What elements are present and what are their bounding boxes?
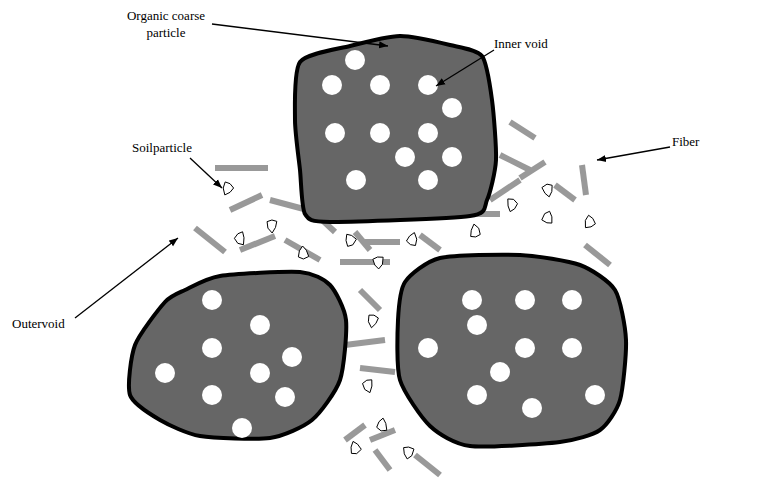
inner-void [418, 123, 438, 143]
organic-particle [295, 36, 496, 222]
inner-void [515, 290, 535, 310]
fiber [520, 162, 545, 178]
fiber [345, 340, 385, 345]
fiber [420, 235, 440, 250]
inner-void [462, 290, 482, 310]
fiber [195, 228, 225, 252]
fiber [555, 185, 575, 200]
fiber [582, 165, 586, 195]
inner-void [522, 398, 542, 418]
inner-void [250, 315, 270, 335]
soil-particle [351, 441, 361, 453]
inner-void [232, 418, 252, 438]
soil-particle [298, 246, 308, 259]
soil-particle [368, 315, 378, 328]
fiber [240, 236, 275, 250]
soil-particle [377, 418, 387, 431]
inner-void [418, 338, 438, 358]
fiber [285, 240, 320, 260]
soil-particle [471, 224, 481, 237]
inner-void [282, 347, 302, 367]
inner-void [250, 363, 270, 383]
organic-particle [129, 272, 346, 439]
soil-particle [542, 211, 552, 223]
part-label: Organic coarse particle [118, 8, 214, 42]
inner-void [418, 170, 438, 190]
soil-particle [267, 220, 277, 233]
soil-particle [585, 215, 595, 227]
inner-void [325, 123, 345, 143]
organic-particle [397, 255, 626, 447]
soil-particle [406, 233, 416, 246]
inner-void [202, 338, 222, 358]
inner-void [395, 147, 415, 167]
inner-void [515, 338, 535, 358]
inner-void [370, 75, 390, 95]
soil-particle [373, 257, 383, 269]
fiber [375, 450, 390, 470]
inner-void [467, 315, 487, 335]
fiber [415, 455, 440, 475]
leader-line [212, 24, 388, 46]
fiber [345, 425, 365, 440]
fiber [490, 180, 520, 200]
soil-particle [346, 234, 356, 246]
particle-body [397, 255, 626, 447]
leader-line [190, 158, 222, 188]
soil-particle [363, 380, 372, 393]
soil-particle [404, 447, 414, 459]
fiber [360, 368, 395, 372]
inner-void [562, 338, 582, 358]
inner-void [346, 170, 366, 190]
fiber [585, 245, 610, 265]
inner-void [345, 50, 365, 70]
soil-particle [234, 232, 244, 245]
inner-void [490, 362, 510, 382]
part-label: Outervoid [12, 316, 65, 333]
leader-line [436, 50, 494, 86]
inner-void [322, 75, 342, 95]
particle-body [295, 36, 496, 222]
inner-void [442, 147, 462, 167]
fiber [215, 165, 268, 171]
particle-body [129, 272, 346, 439]
inner-void [585, 385, 605, 405]
fiber [500, 155, 530, 170]
inner-void [418, 75, 438, 95]
inner-void [467, 385, 487, 405]
leader-line [597, 147, 670, 160]
fiber [230, 195, 262, 210]
fiber [365, 239, 400, 245]
soil-particle [223, 182, 233, 195]
inner-void [275, 387, 295, 407]
inner-void [370, 123, 390, 143]
inner-void [202, 290, 222, 310]
leader-line [75, 238, 178, 318]
part-label: Inner void [494, 36, 548, 53]
inner-void [442, 98, 462, 118]
inner-void [562, 290, 582, 310]
fiber [510, 122, 535, 138]
inner-void [155, 363, 175, 383]
soil-particle [542, 184, 552, 197]
part-label: Soilparticle [132, 140, 192, 157]
part-label: Fiber [672, 134, 699, 151]
fiber [370, 430, 395, 440]
fiber [360, 290, 380, 310]
inner-void [202, 385, 222, 405]
soil-particle [508, 199, 518, 212]
